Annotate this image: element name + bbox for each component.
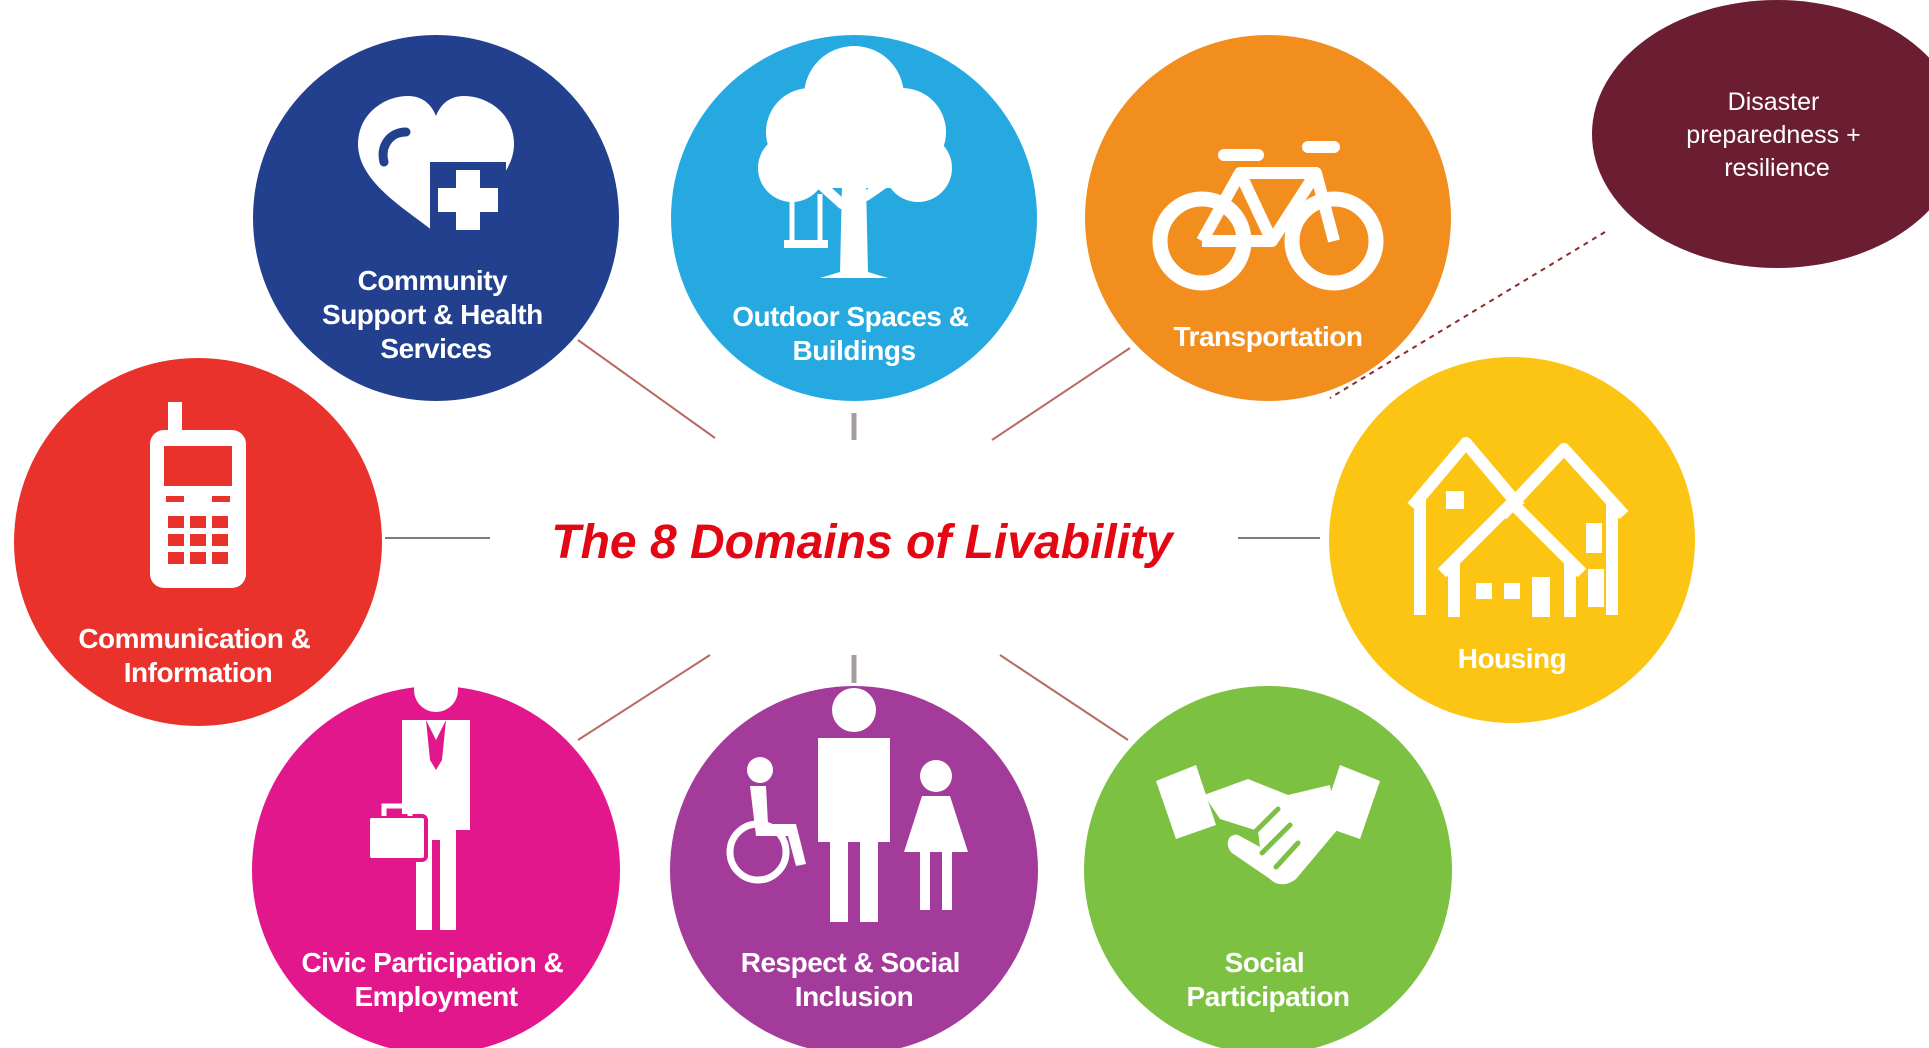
domain-circle — [252, 686, 620, 1048]
domain-community-support: Community Support & Health Services — [253, 35, 619, 401]
handshake-icon — [1156, 765, 1380, 885]
connector-lines — [385, 339, 1320, 741]
bicycle-icon — [1152, 141, 1384, 291]
heart-plus-icon — [358, 96, 514, 238]
domain-circle — [1329, 357, 1695, 723]
domain-label: Social Participation — [1186, 947, 1349, 1012]
domain-communication: Communication & Information — [14, 358, 382, 726]
domain-label: Transportation — [1173, 321, 1362, 352]
domain-label: Community Support & Health Services — [322, 265, 550, 364]
tree-swing-icon — [758, 46, 952, 278]
callout-label: Disaster preparedness + resilience — [1686, 88, 1867, 182]
domain-label: Respect & Social Inclusion — [741, 947, 967, 1012]
domain-label: Housing — [1458, 643, 1567, 674]
domain-housing: Housing — [1329, 357, 1695, 723]
diagram-title: The 8 Domains of Livability — [551, 516, 1175, 569]
domain-circle — [1085, 35, 1451, 401]
domain-civic-participation: Civic Participation & Employment — [252, 668, 620, 1048]
domain-transportation: Transportation — [1085, 35, 1451, 401]
businessman-briefcase-icon — [366, 668, 470, 930]
domain-outdoor-spaces: Outdoor Spaces & Buildings — [671, 35, 1037, 401]
domain-label: Outdoor Spaces & Buildings — [732, 301, 976, 366]
domain-label: Communication & Information — [78, 623, 317, 688]
callout-connector — [1329, 231, 1606, 399]
disaster-preparedness-callout: Disaster preparedness + resilience — [1592, 0, 1929, 268]
domain-social-participation: Social Participation — [1084, 686, 1452, 1048]
mobile-phone-icon — [150, 402, 246, 588]
domain-respect-inclusion: Respect & Social Inclusion — [670, 686, 1038, 1048]
callout-ellipse — [1592, 0, 1929, 268]
people-inclusion-icon — [726, 688, 968, 922]
domain-label: Civic Participation & Employment — [301, 947, 570, 1012]
houses-icon — [1407, 437, 1629, 617]
